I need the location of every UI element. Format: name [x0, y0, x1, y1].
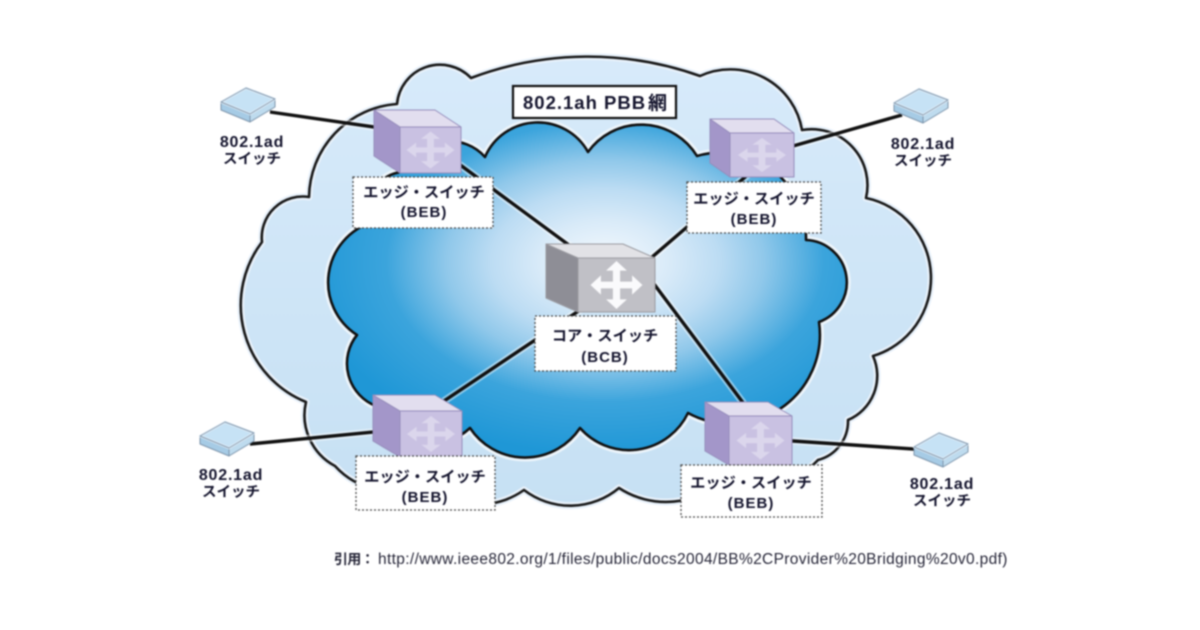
- svg-text:(BEB): (BEB): [401, 204, 448, 221]
- svg-text:802.1ad: 802.1ad: [220, 134, 284, 151]
- svg-text:(BEB): (BEB): [728, 495, 775, 512]
- svg-text:802.1ad: 802.1ad: [910, 476, 974, 493]
- svg-text:(BEB): (BEB): [402, 489, 449, 506]
- svg-text:(BEB): (BEB): [731, 211, 778, 228]
- svg-text:http://www.ieee802.org/1/files: http://www.ieee802.org/1/files/public/do…: [378, 551, 1008, 568]
- svg-text:802.1ad: 802.1ad: [199, 467, 263, 484]
- svg-text:(BCB): (BCB): [581, 349, 629, 366]
- svg-text:802.1ad: 802.1ad: [891, 136, 955, 153]
- svg-text:802.1ah PBB: 802.1ah PBB: [523, 92, 646, 113]
